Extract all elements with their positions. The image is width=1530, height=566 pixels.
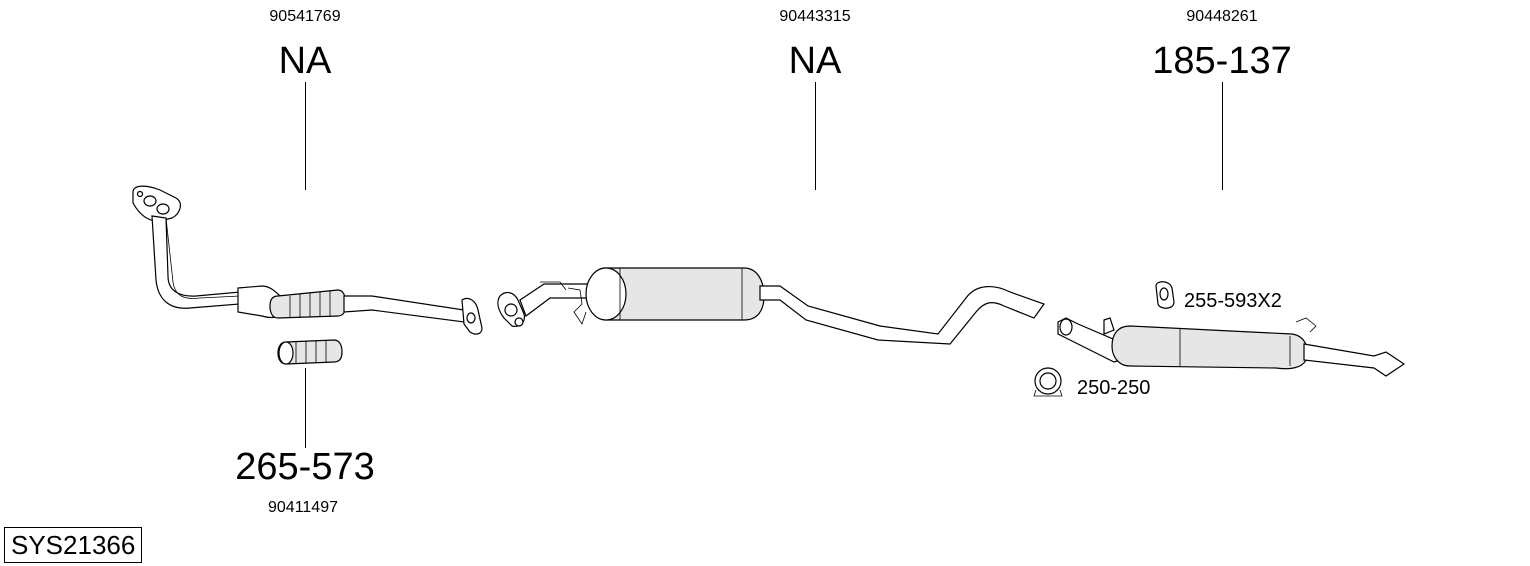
middle-silencer-oe-number: 90443315	[779, 8, 851, 25]
middle-silencer-leader-line	[815, 82, 816, 190]
rear-silencer-part-number[interactable]: 185-137	[1152, 40, 1292, 82]
front-pipe-part-number[interactable]: NA	[278, 40, 332, 82]
rubber-mount-part-number[interactable]: 255-593X2	[1184, 290, 1282, 312]
rear-silencer-leader-line	[1222, 82, 1223, 190]
rear-silencer-oe-number: 90448261	[1186, 8, 1258, 25]
flex-pipe-drawing[interactable]	[277, 339, 343, 365]
clamp-icon[interactable]	[1033, 367, 1063, 397]
flex-pipe-oe-number: 90411497	[268, 499, 338, 516]
front-pipe-drawing[interactable]	[132, 185, 483, 335]
system-code-box: SYS21366	[4, 527, 143, 563]
front-pipe-oe-number: 90541769	[269, 8, 341, 25]
rear-silencer-drawing[interactable]	[1057, 317, 1406, 377]
clamp-part-number[interactable]: 250-250	[1077, 377, 1151, 399]
front-pipe-leader-line	[305, 82, 306, 190]
flex-pipe-part-number[interactable]: 265-573	[235, 446, 375, 488]
flex-pipe-leader-line	[305, 368, 306, 448]
manifold-flange-icon	[132, 185, 181, 222]
middle-silencer-part-number[interactable]: NA	[788, 40, 842, 82]
rubber-mount-icon[interactable]	[1155, 281, 1175, 309]
middle-silencer-drawing[interactable]	[497, 267, 1045, 345]
